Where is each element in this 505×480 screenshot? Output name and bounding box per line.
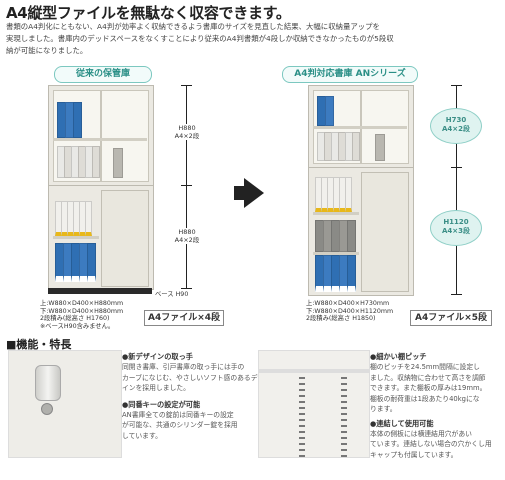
- arrow-icon: [244, 178, 264, 208]
- shelf: [313, 126, 407, 129]
- left-lower-door: [101, 190, 149, 287]
- intro-text: 書類のA4判化にともない、A4判が効率よく収納できるよう書庫のサイズを見直した結…: [6, 21, 500, 57]
- file-group: [317, 96, 357, 126]
- left-spec: 上:W880×D400×H880mm 下:W880×D400×H880mm 2段…: [40, 300, 124, 330]
- right-count-label: A4ファイル×5段: [410, 310, 492, 326]
- left-count-label: A4ファイル×4段: [144, 310, 224, 326]
- page-title: A4縦型ファイルを無駄なく収容できます。: [6, 4, 291, 22]
- left-cabinet-label: 従来の保管庫: [54, 66, 152, 83]
- file-group: [315, 177, 359, 212]
- intro-line: 実現しました。書庫内のデッドスペースをなくすことにより従来のA4判書類が4段しか…: [6, 34, 394, 43]
- left-cabinet-lower: [48, 185, 154, 290]
- handle-photo: [8, 350, 122, 458]
- left-upper-glass-door: [101, 90, 149, 182]
- file-group: [315, 218, 359, 252]
- intro-line: 書類のA4判化にともない、A4判が効率よく収納できるよう書庫のサイズを見直した結…: [6, 22, 380, 31]
- feature-title: ●新デザインの取っ手: [122, 352, 193, 361]
- file-group: [57, 100, 97, 138]
- dimension-line: [456, 85, 457, 294]
- handle-icon: [35, 365, 61, 401]
- shelf: [313, 212, 359, 215]
- left-cabinet-upper: [48, 85, 154, 187]
- feature-title: ●細かい棚ピッチ: [370, 352, 427, 361]
- file-group: [317, 131, 403, 161]
- dimension-line: [186, 85, 187, 288]
- feature-block-left: ●新デザインの取っ手 同開き書庫、引戸書庫の取っ手には手の カーブになじむ、やさ…: [122, 352, 265, 440]
- right-spec: 上:W880×D400×H730mm 下:W880×D400×H1120mm 2…: [306, 300, 394, 323]
- feature-block-right: ●細かい棚ピッチ 棚のピッチを24.5mm間隔に設定し ました。収納物に合わせて…: [370, 352, 492, 459]
- features-heading: ■機能・特長: [6, 338, 72, 351]
- left-cabinet-base: [48, 288, 152, 294]
- arrow-icon: [234, 186, 244, 200]
- file-group: [315, 255, 359, 292]
- shelf-hole-strip: [341, 377, 347, 457]
- shelf-pitch-photo: [258, 350, 370, 458]
- right-cabinet-lower: [308, 167, 414, 296]
- lock-icon: [41, 403, 53, 415]
- file-group: [55, 201, 99, 236]
- shelf: [53, 236, 99, 239]
- shelf-hole-strip: [299, 377, 305, 457]
- right-cabinet-label: A4判対応書庫 ANシリーズ: [282, 66, 418, 83]
- shelf: [313, 252, 359, 255]
- feature-title: ●同番キーの設定が可能: [122, 399, 201, 409]
- right-lower-door: [361, 172, 409, 292]
- feature-title: ●連結して使用可能: [370, 418, 434, 428]
- file-group: [57, 144, 143, 178]
- right-cabinet-upper: [308, 85, 414, 169]
- file-group: [55, 243, 99, 282]
- base-label: ベース H90: [155, 291, 189, 298]
- shelf: [53, 138, 147, 141]
- intro-line: 納が可能になりました。: [6, 46, 88, 55]
